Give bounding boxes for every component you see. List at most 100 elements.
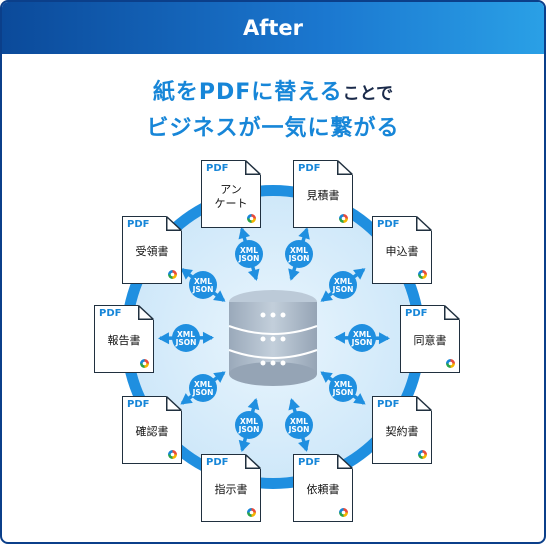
- database-icon: [228, 290, 318, 386]
- headline-line-1: 紙をPDFに替えることで: [2, 74, 544, 106]
- arrow-head-icon: [180, 393, 193, 405]
- badge-label-xml: XML: [240, 417, 258, 426]
- badge-label-xml: XML: [194, 277, 212, 286]
- badge-label-json: JSON: [175, 338, 197, 347]
- arrow-head-icon: [238, 439, 251, 453]
- doc-fold-corner: [416, 396, 432, 411]
- arrow-head-icon: [320, 371, 333, 383]
- badge-label-json: JSON: [288, 254, 310, 263]
- arrow-head-icon: [298, 227, 310, 240]
- arrow-head-icon: [247, 268, 260, 281]
- doc-fold-corner: [166, 396, 182, 411]
- document-label: 申込書: [385, 245, 419, 258]
- badge-label-xml: XML: [290, 246, 308, 255]
- doc-fold-corner: [444, 305, 460, 320]
- arrow-head-icon: [378, 332, 390, 345]
- doc-fold-corner: [416, 216, 432, 231]
- headline-main: 紙をPDFに替える: [152, 80, 343, 105]
- seal-icon: [247, 214, 256, 223]
- format-badge: [235, 240, 263, 268]
- pdf-tag: PDF: [377, 399, 400, 410]
- document-label: 指示書: [214, 483, 248, 496]
- arrow-head-icon: [320, 290, 333, 302]
- document-label: 報告書: [107, 334, 141, 347]
- badge-label-json: JSON: [238, 254, 260, 263]
- badge-label-xml: XML: [194, 380, 212, 389]
- badge-label-json: JSON: [192, 285, 214, 294]
- document-kakuninsho: PDF 確認書: [122, 396, 182, 464]
- pdf-tag: PDF: [377, 219, 400, 230]
- doc-fold-corner: [138, 305, 154, 320]
- document-label: 依頼書: [306, 483, 340, 496]
- arrow-head-icon: [334, 331, 346, 344]
- pdf-tag: PDF: [298, 457, 321, 468]
- arrow-head-icon: [247, 397, 260, 411]
- seal-icon: [418, 450, 427, 459]
- doc-fold-corner: [245, 160, 261, 175]
- format-badge: [189, 374, 217, 402]
- doc-fold-corner: [245, 454, 261, 469]
- format-badge: [285, 411, 313, 439]
- doc-fold-corner: [337, 454, 353, 469]
- badge-label-json: JSON: [288, 425, 310, 434]
- after-header: After: [2, 2, 544, 54]
- doc-fold-corner: [337, 160, 353, 175]
- format-badge: [329, 374, 357, 402]
- pdf-tag: PDF: [206, 457, 229, 468]
- header-title: After: [242, 16, 304, 40]
- document-houkokusho: PDF 報告書: [94, 305, 154, 373]
- document-label: 確認書: [135, 425, 169, 438]
- document-label: 見積書: [306, 189, 340, 202]
- pdf-tag: PDF: [298, 163, 321, 174]
- pdf-tag: PDF: [405, 308, 428, 319]
- badge-label-json: JSON: [332, 285, 354, 294]
- arrow-head-icon: [180, 268, 193, 280]
- seal-icon: [168, 450, 177, 459]
- arrow-head-icon: [353, 268, 366, 280]
- seal-icon: [446, 359, 455, 368]
- seal-icon: [418, 270, 427, 279]
- arrow-head-icon: [213, 290, 226, 302]
- badge-label-json: JSON: [351, 338, 373, 347]
- badge-label-json: JSON: [238, 425, 260, 434]
- document-label: 契約書: [385, 425, 419, 438]
- badge-label-xml: XML: [353, 330, 371, 339]
- seal-icon: [247, 508, 256, 517]
- badge-label-json: JSON: [332, 388, 354, 397]
- document-label: 同意書: [413, 334, 447, 347]
- badge-label-xml: XML: [290, 417, 308, 426]
- seal-icon: [339, 214, 348, 223]
- badge-label-xml: XML: [334, 380, 352, 389]
- connectors-layer: XMLJSONXMLJSONXMLJSONXMLJSONXMLJSONXMLJS…: [158, 227, 390, 453]
- arrow-head-icon: [288, 398, 300, 411]
- format-badge: [329, 271, 357, 299]
- arrow-head-icon: [158, 332, 170, 345]
- format-badge: [348, 324, 376, 352]
- document-label: 受領書: [135, 245, 169, 258]
- badge-label-xml: XML: [240, 246, 258, 255]
- arrow-head-icon: [353, 393, 366, 405]
- headline-line-2: ビジネスが一気に繋がる: [146, 116, 400, 141]
- pdf-tag: PDF: [127, 399, 150, 410]
- doc-fold-corner: [166, 216, 182, 231]
- pdf-tag: PDF: [127, 219, 150, 230]
- arrow-head-icon: [298, 439, 310, 452]
- document-label: アン ケート: [214, 183, 248, 210]
- format-badge: [172, 324, 200, 352]
- arrow-head-icon: [288, 268, 300, 281]
- seal-icon: [339, 508, 348, 517]
- pdf-tag: PDF: [99, 308, 122, 319]
- pdf-tag: PDF: [206, 163, 229, 174]
- badge-label-json: JSON: [192, 388, 214, 397]
- badge-label-xml: XML: [177, 330, 195, 339]
- arrow-head-icon: [238, 227, 251, 240]
